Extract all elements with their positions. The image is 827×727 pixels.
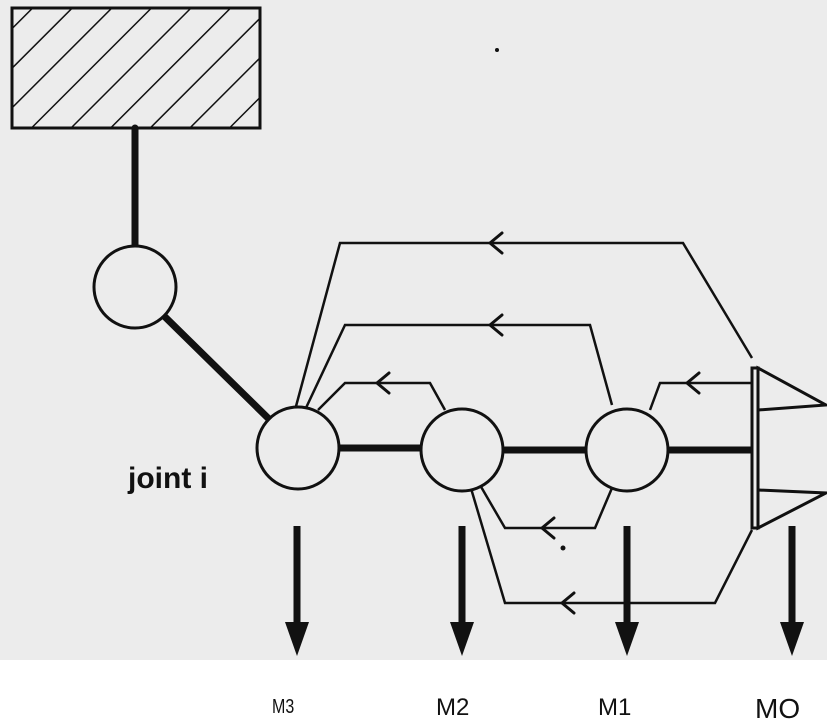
arrow-left-icon bbox=[540, 516, 556, 540]
arrow-down-icon bbox=[615, 622, 639, 656]
gripper-finger-top bbox=[756, 365, 827, 412]
gravity-arrowheads bbox=[285, 622, 804, 656]
link-shoulder-to-joint-i bbox=[156, 308, 274, 424]
mass-label-m3: M3 bbox=[272, 696, 295, 718]
mass-label-m0: MO bbox=[755, 693, 801, 724]
path-outer-top bbox=[293, 241, 754, 411]
gripper-finger-bottom bbox=[756, 488, 827, 531]
speckle-dots bbox=[495, 48, 566, 551]
arrow-down-icon bbox=[780, 622, 804, 656]
joints bbox=[92, 244, 670, 493]
path-middle-top bbox=[303, 323, 614, 411]
arrow-left-icon bbox=[560, 591, 576, 615]
arrow-left-icon bbox=[488, 231, 504, 255]
path-inner-top-right bbox=[648, 381, 752, 411]
arrow-down-icon bbox=[285, 622, 309, 656]
shoulder-joint-circle bbox=[92, 244, 178, 330]
arrow-left-icon bbox=[685, 371, 701, 395]
gripper-body bbox=[750, 366, 760, 530]
joint-2-circle bbox=[419, 407, 505, 493]
mass-label-m1: M1 bbox=[598, 694, 632, 721]
gravity-arrows bbox=[293, 526, 796, 625]
path-inner-bottom bbox=[478, 484, 614, 530]
path-outer-bottom bbox=[468, 484, 754, 605]
joint-i-circle bbox=[255, 405, 341, 491]
joint-3-circle bbox=[584, 407, 670, 493]
arrowheads bbox=[375, 231, 701, 615]
feedback-paths bbox=[293, 241, 754, 605]
arrow-left-icon bbox=[488, 313, 504, 337]
fixed-base-hatched bbox=[10, 6, 262, 130]
path-inner-top-left bbox=[317, 381, 447, 411]
thick-links bbox=[131, 124, 756, 454]
arrow-left-icon bbox=[375, 371, 391, 395]
mass-label-m2: M2 bbox=[436, 694, 470, 721]
gripper-end-effector bbox=[750, 365, 827, 531]
joint-i-label: joint i bbox=[128, 462, 208, 495]
arrow-down-icon bbox=[450, 622, 474, 656]
